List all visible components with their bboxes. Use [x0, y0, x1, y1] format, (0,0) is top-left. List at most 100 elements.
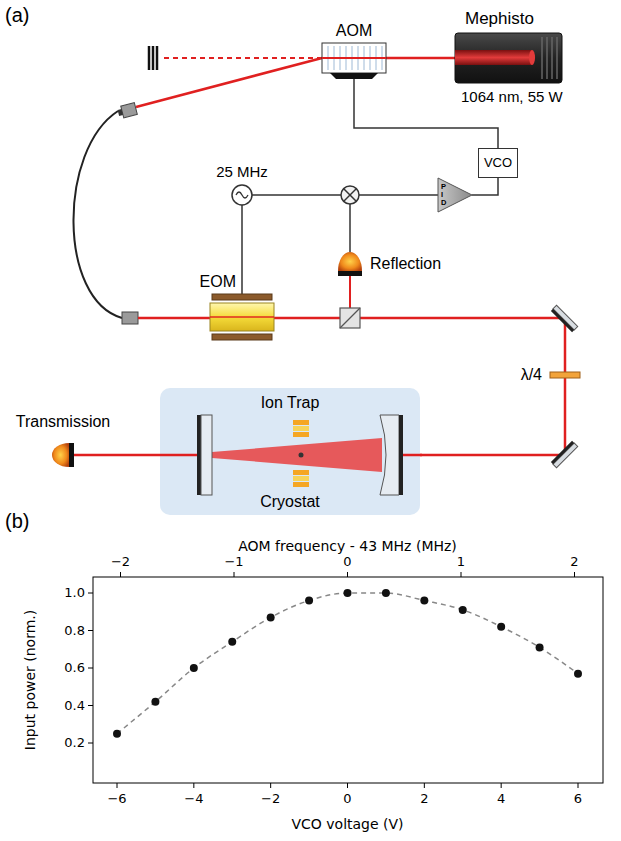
y-tick: [88, 630, 93, 631]
cooling-rib: [546, 37, 548, 79]
axis-label: 6: [574, 792, 582, 807]
axis-label: −1: [224, 555, 243, 570]
oscillator-circle: [232, 185, 252, 205]
panel-letter: (a): [5, 4, 29, 27]
trap-electrode: [293, 482, 309, 487]
data-point: [267, 613, 275, 621]
aom-crystal: [322, 43, 386, 73]
photodetector: Transmission: [52, 443, 74, 467]
data-point: [113, 730, 121, 738]
y-tick: [88, 743, 93, 744]
fiber-coupler-body: [121, 103, 138, 118]
axis-label: VCO voltage (V): [291, 816, 403, 832]
x2-tick: [120, 572, 121, 577]
node-label: λ/4: [521, 366, 542, 384]
laser-beam: [400, 454, 422, 457]
axis-label: 1: [457, 555, 465, 570]
vco-box: VCO: [478, 148, 518, 178]
node-label: 25 MHz: [216, 163, 268, 180]
signal-wire: [241, 205, 243, 294]
axis-label: −2: [261, 792, 280, 807]
panel-letter: (b): [5, 510, 29, 533]
photodiode-base: [338, 271, 362, 276]
mixer-cross: [344, 189, 356, 201]
cooling-rib: [551, 37, 553, 79]
trap-electrode: [293, 426, 309, 431]
node-art: [210, 294, 274, 340]
laser-source: Mephisto1064 nm, 55 W: [455, 33, 562, 83]
laser-rod: [455, 50, 532, 65]
mixer-symbol: [341, 186, 359, 204]
x-tick: [424, 783, 425, 788]
axis-label: 0.6: [64, 661, 85, 676]
data-point: [536, 643, 544, 651]
cavity-mirror: [201, 415, 212, 495]
fiber-coupler: [117, 103, 137, 119]
transmitted-beam: [160, 454, 200, 457]
mirror-back: [197, 415, 201, 495]
data-point: [228, 638, 236, 646]
node-art: [338, 252, 362, 276]
node-label: Reflection: [370, 255, 441, 273]
axis-label: 0.4: [64, 698, 85, 713]
pid-amplifier: P I D: [438, 178, 472, 212]
x2-tick: [347, 572, 348, 577]
signal-wire: [472, 178, 498, 195]
beam-dump: [152, 46, 155, 70]
axis-label: 0.2: [64, 736, 85, 751]
photodiode-base: [69, 443, 74, 467]
electrode-plate: [212, 334, 272, 340]
trap-electrode: [293, 420, 309, 425]
rf-wire: [349, 204, 351, 252]
node-art: [550, 372, 580, 378]
laser-beam: [386, 57, 455, 60]
eom-crystal: [210, 303, 274, 331]
y-tick: [88, 705, 93, 706]
fiber-coupler-end: [118, 109, 123, 116]
axis-label: −2: [111, 555, 130, 570]
mixer-cross: [344, 189, 356, 201]
fiber-coupler: [122, 312, 138, 324]
rf-oscillator: 25 MHz: [232, 185, 252, 205]
beam-dump: [156, 46, 159, 70]
x2-tick: [574, 572, 575, 577]
mirror: [551, 441, 578, 468]
mirror-back: [551, 309, 574, 332]
laser-housing: [455, 33, 562, 83]
cooling-rib: [556, 37, 558, 79]
axis-label: 0: [343, 555, 351, 570]
data-point: [190, 664, 198, 672]
data-point: [574, 670, 582, 678]
cavity-mirror: [380, 415, 399, 495]
laser-beam: [420, 454, 565, 457]
node-label: Ion Trap: [261, 394, 320, 412]
rf-wire: [359, 194, 438, 196]
x2-tick: [461, 572, 462, 577]
axis-label: AOM frequency - 43 MHz (MHz): [238, 538, 457, 554]
laser-beam: [136, 58, 322, 107]
waveplate: [550, 372, 580, 378]
cooling-rib: [541, 37, 543, 79]
cavity-mode: [212, 438, 382, 472]
axis-label: 4: [497, 792, 505, 807]
photodetector: Reflection: [338, 252, 362, 276]
beam-splitter-cube: [340, 308, 360, 328]
axis-label: 0.8: [64, 623, 85, 638]
node-label: AOM: [336, 22, 372, 40]
trap-electrode: [293, 470, 309, 475]
laser-rod-end: [529, 50, 535, 65]
node-art: [322, 43, 386, 79]
node-label: VCO: [484, 156, 512, 171]
node-label: 1064 nm, 55 W: [461, 88, 563, 105]
rf-wire: [252, 194, 341, 196]
node-label: Transmission: [16, 413, 111, 431]
data-point: [459, 606, 467, 614]
node-art: [52, 443, 74, 467]
y-tick: [88, 593, 93, 594]
amplifier-triangle: [438, 178, 472, 212]
quarter-waveplate: λ/4: [550, 372, 580, 378]
axis-label: 0: [343, 792, 351, 807]
laser-beam: [210, 316, 274, 318]
plot-frame: [93, 577, 603, 783]
mirror-glass: [553, 305, 578, 330]
